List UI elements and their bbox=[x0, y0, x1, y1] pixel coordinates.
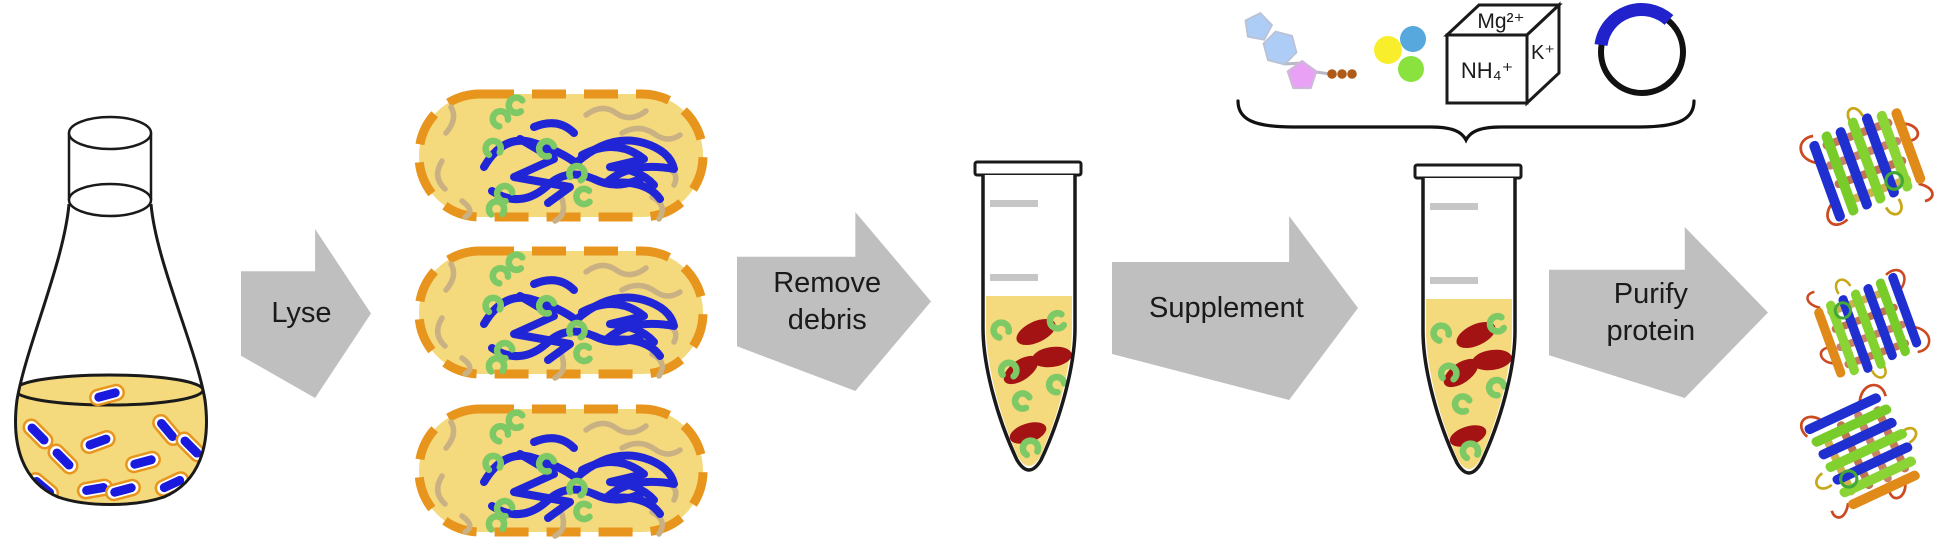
phosphate-chain bbox=[1327, 69, 1357, 79]
flask-neck-ring bbox=[67, 182, 153, 218]
remove-debris-arrow-label: Remove debris bbox=[773, 267, 882, 336]
flask-mouth bbox=[67, 115, 153, 151]
base-ring-large bbox=[1262, 30, 1298, 66]
base-ring-small bbox=[1244, 11, 1274, 41]
cube-nh4-label: NH₄⁺ bbox=[1461, 58, 1513, 83]
purified-protein-3 bbox=[1786, 374, 1940, 529]
lysed-cell-2 bbox=[414, 246, 708, 379]
purify-protein-arrow: Purify protein bbox=[1549, 227, 1768, 398]
ntp-molecule-icon bbox=[1244, 11, 1357, 90]
supplement-arrow-label: Supplement bbox=[1149, 291, 1304, 324]
amino-acids-icon bbox=[1374, 26, 1426, 82]
supplements-brace bbox=[1236, 99, 1696, 144]
lysed-cell-1 bbox=[414, 89, 708, 222]
gene-insert bbox=[1594, 3, 1674, 47]
extract-tube bbox=[971, 160, 1087, 490]
supplement-arrow: Supplement bbox=[1112, 216, 1358, 400]
lyse-arrow: Lyse bbox=[241, 229, 371, 398]
lyse-arrow-label: Lyse bbox=[271, 297, 332, 330]
ribose-sugar bbox=[1286, 59, 1318, 90]
supplemented-tube bbox=[1411, 163, 1527, 493]
purify-protein-arrow-label: Purify protein bbox=[1606, 278, 1696, 347]
cube-mg-label: Mg²⁺ bbox=[1477, 10, 1524, 33]
purified-protein-1 bbox=[1791, 88, 1941, 240]
remove-debris-arrow: Remove debris bbox=[737, 212, 931, 391]
plasmid-icon bbox=[1594, 3, 1686, 96]
purified-protein-2 bbox=[1797, 256, 1938, 396]
lysed-cell-3 bbox=[414, 404, 708, 537]
erlenmeyer-flask bbox=[14, 115, 208, 506]
cube-k-label: K⁺ bbox=[1531, 42, 1555, 64]
flask-body-outline bbox=[14, 203, 208, 506]
salt-cube-icon: Mg²⁺ K⁺ NH₄⁺ bbox=[1443, 1, 1563, 107]
